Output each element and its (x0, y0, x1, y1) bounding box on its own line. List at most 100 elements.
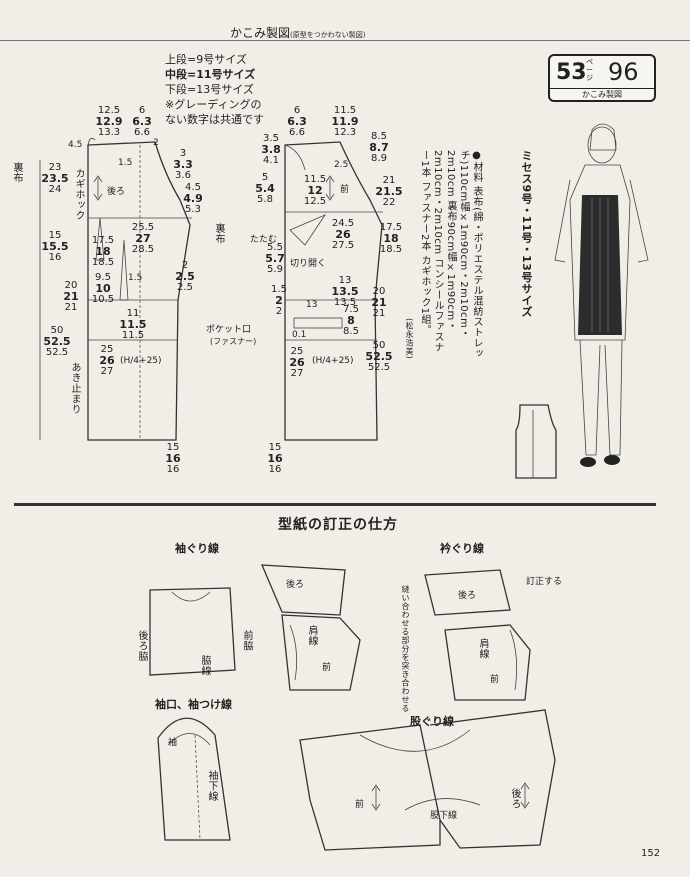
badge-page-a: 53 (556, 60, 587, 85)
header-subtitle: (原型をつかわない製図) (290, 31, 366, 39)
materials-credit: (松永浩美) (405, 318, 414, 360)
crotch-correction-diagram (299, 709, 556, 851)
back-mark-45: 4.5 (68, 140, 83, 150)
section-divider (14, 503, 656, 506)
neckline-correction-diagram (424, 569, 531, 701)
armhole-front-label: 前 (322, 663, 332, 673)
back-hem-formula: (H/4+25) (120, 356, 162, 366)
back-label-lining: 裏布 (11, 162, 22, 183)
garment-illustration (554, 123, 649, 467)
neckline-back-label: 後ろ (458, 591, 477, 601)
back-mark-15: 1.5 (128, 273, 143, 283)
badge-page-b: 96 (608, 58, 639, 86)
correct-label: 訂正する (526, 577, 563, 587)
armhole-back-label: 後ろ (286, 580, 305, 590)
front-mark-01: 0.1 (292, 330, 307, 340)
size-legend-upper: 上段=9号サイズ (165, 53, 247, 66)
front-label-pocket: ポケット口 (206, 325, 252, 335)
sleeve-title: 袖口、袖つけ線 (155, 698, 232, 711)
inseam-label: 股下線 (430, 811, 458, 821)
front-label: 前 (340, 185, 350, 195)
correction-title: 型紙の訂正の仕方 (278, 517, 398, 533)
under-sleeve-label: 袖下線 (206, 770, 217, 802)
neckline-shoulder-label: 肩線 (477, 638, 488, 659)
crotch-front-label: 前 (355, 800, 365, 810)
back-label-lining2: 裏布 (213, 223, 224, 244)
back-label: 後ろ (107, 187, 126, 197)
materials-title: ミセス9号・11号・13号サイズ (520, 150, 533, 318)
back-label-hook: カギホック (73, 168, 84, 221)
materials-body: ●材料 表布(綿・ポリエステル混紡ストレッチ)110cm幅×1m90cm・2m1… (419, 150, 482, 359)
size-legend-note2: ない数字は共通です (165, 113, 264, 126)
shoulder-line-label: 肩線 (306, 625, 317, 646)
side-line-label: 脇線 (199, 655, 210, 676)
back-piece-outline (39, 137, 192, 441)
page-badge: 53 ページ 96 かこみ製図 (548, 54, 656, 102)
crotch-back-label: 後ろ (509, 788, 520, 809)
front-hem-formula: (H/4+25) (312, 356, 354, 366)
front-label-zip: (ファスナー) (210, 337, 257, 346)
sleeve-correction-diagram (157, 717, 231, 841)
back-side-label: 後ろ脇 (136, 630, 147, 662)
crotch-title: 股ぐり線 (410, 715, 454, 728)
neckline-front-label: 前 (490, 675, 500, 685)
back-shoulder-top: 2 (153, 138, 159, 148)
flat-silhouette (515, 404, 557, 479)
back-neck-small: 1.5 (118, 158, 133, 168)
front-label-ta: たたむ (250, 235, 278, 245)
size-legend-note: ※グレーディングの (165, 98, 262, 111)
neckline-title: 衿ぐり線 (440, 542, 484, 555)
size-legend-middle: 中段=11号サイズ (165, 68, 256, 81)
header-bar (0, 0, 690, 41)
size-legend: 上段=9号サイズ 中段=11号サイズ 下段=13号サイズ ※グレーディングの な… (165, 52, 264, 127)
front-top-small: 2.5 (334, 160, 349, 170)
page-number: 152 (641, 848, 661, 859)
arrows (93, 175, 530, 811)
badge-caption: かこみ製図 (550, 88, 654, 100)
front-pocket-b: 13 (306, 300, 318, 310)
front-label-cut: 切り開く (290, 259, 327, 269)
header-title-text: かこみ製図 (230, 26, 291, 40)
match-note: 縫い合わせる部分を突き合わせる (401, 585, 410, 713)
front-side-label: 前脇 (241, 630, 252, 651)
size-legend-lower: 下段=13号サイズ (165, 83, 254, 96)
sleeve-label: 袖 (168, 738, 178, 748)
badge-kana: ページ (586, 58, 593, 82)
header-title: かこみ製図(原型をつかわない製図) (230, 24, 365, 41)
armhole-title: 袖ぐり線 (175, 542, 219, 555)
armhole-correction-diagram (149, 564, 361, 691)
back-label-opening: あき止まり (69, 362, 80, 415)
